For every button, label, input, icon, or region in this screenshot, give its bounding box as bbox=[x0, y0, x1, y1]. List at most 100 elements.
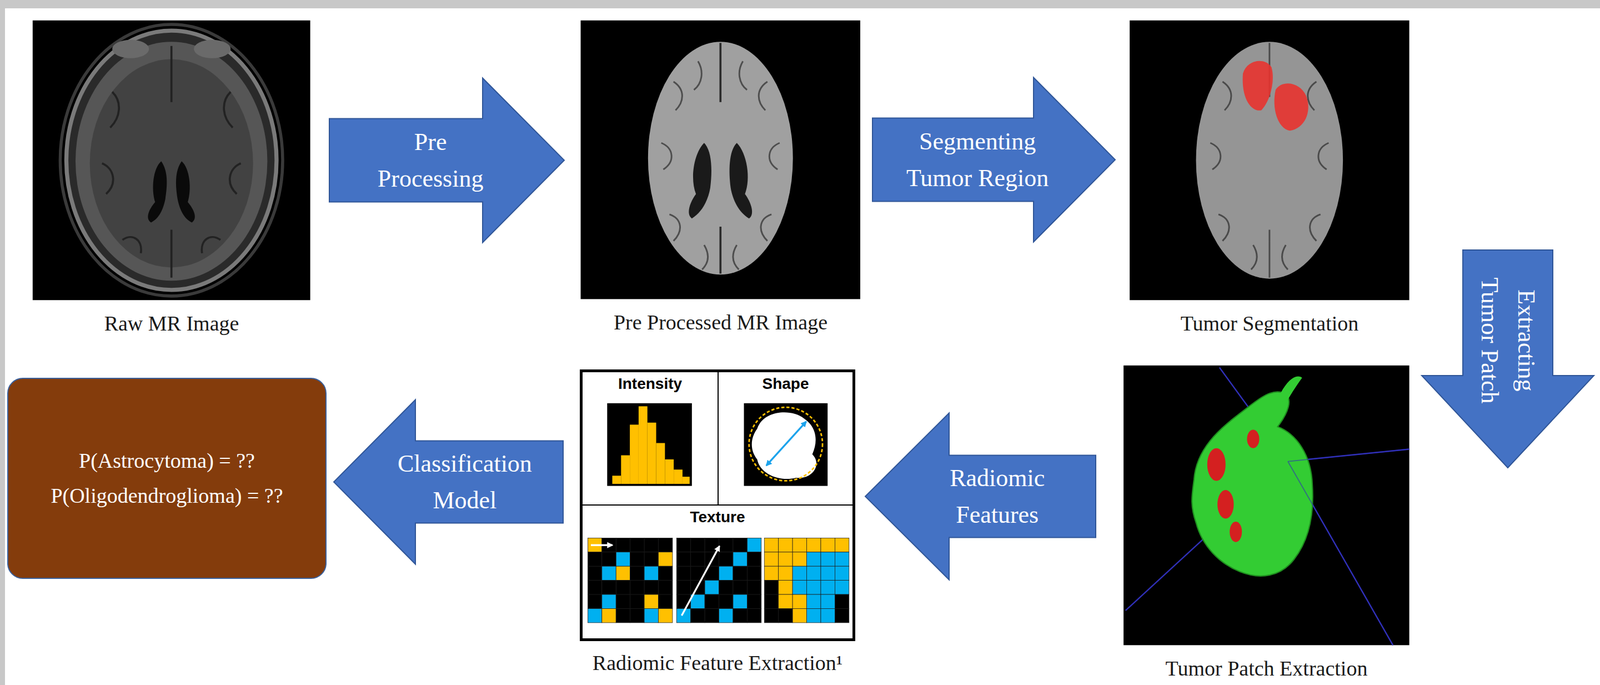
texture-cell bbox=[792, 552, 807, 566]
texture-cell bbox=[746, 565, 761, 580]
midline bbox=[719, 42, 722, 274]
texture-cell bbox=[676, 552, 691, 566]
image-caption: Tumor Segmentation bbox=[1180, 311, 1359, 337]
feature-title: Intensity bbox=[582, 372, 718, 394]
texture-cell bbox=[587, 594, 602, 609]
tumor-region bbox=[1274, 83, 1309, 131]
texture-cell bbox=[834, 608, 849, 623]
feature-box: Shape bbox=[717, 370, 854, 506]
preprocessed-mri bbox=[580, 20, 861, 300]
texture-cell bbox=[644, 565, 659, 580]
slide-background bbox=[4, 8, 1600, 685]
shape-blob bbox=[751, 412, 817, 479]
step-label: Extracting Tumor Patch bbox=[1471, 265, 1545, 416]
image-background bbox=[1123, 365, 1410, 645]
texture-cell bbox=[658, 594, 672, 609]
image-panel: Raw MR Image bbox=[32, 20, 311, 300]
image-caption: Radiomic Feature Extraction¹ bbox=[592, 650, 843, 676]
image-background bbox=[580, 20, 861, 300]
texture-cell bbox=[676, 537, 691, 552]
texture-cell bbox=[834, 594, 849, 609]
texture-cell bbox=[733, 565, 747, 580]
tumor-core bbox=[1217, 489, 1234, 519]
texture-cell bbox=[676, 565, 691, 580]
texture-cell bbox=[806, 594, 821, 609]
texture-cell bbox=[602, 594, 616, 609]
image-panel: Pre Processed MR Image bbox=[580, 20, 861, 299]
texture-cell bbox=[764, 565, 779, 580]
texture-cell bbox=[778, 552, 793, 566]
texture-cell bbox=[733, 608, 747, 623]
texture-cell bbox=[644, 552, 659, 566]
texture-cell bbox=[658, 552, 672, 566]
frontal-structure bbox=[112, 39, 149, 59]
texture-cell bbox=[806, 552, 821, 566]
texture-cell bbox=[733, 537, 747, 552]
texture-cell bbox=[792, 608, 807, 623]
feature-box: Texture bbox=[581, 504, 854, 640]
texture-cell bbox=[602, 580, 616, 595]
texture-arrow bbox=[681, 545, 720, 616]
tumor-core bbox=[1246, 429, 1260, 449]
texture-cell bbox=[778, 608, 793, 623]
texture-cell bbox=[704, 608, 719, 623]
tumor-core bbox=[1207, 448, 1226, 481]
texture-arrow bbox=[590, 544, 613, 546]
texture-cell bbox=[690, 537, 705, 552]
texture-cell bbox=[630, 580, 645, 595]
sulci bbox=[102, 46, 242, 278]
texture-cell bbox=[820, 552, 835, 566]
histogram-bar bbox=[656, 442, 666, 484]
texture-cell bbox=[658, 608, 672, 623]
texture-cell bbox=[820, 537, 835, 552]
histogram-bar bbox=[629, 424, 639, 484]
texture-cell bbox=[746, 537, 761, 552]
texture-cell bbox=[615, 552, 630, 566]
texture-cell bbox=[644, 594, 659, 609]
image-panel: Tumor Segmentation bbox=[1129, 20, 1410, 300]
histogram-bar bbox=[673, 469, 683, 484]
texture-cell bbox=[820, 565, 835, 580]
frontal-structure bbox=[193, 39, 231, 59]
texture-cell bbox=[792, 537, 807, 552]
histogram-bar bbox=[664, 459, 674, 484]
texture-cell bbox=[615, 537, 630, 552]
image-caption: Tumor Patch Extraction bbox=[1165, 655, 1368, 682]
texture-cell bbox=[733, 594, 747, 609]
texture-cell bbox=[587, 608, 602, 623]
texture-cell bbox=[806, 580, 821, 595]
texture-cell bbox=[630, 608, 645, 623]
texture-cell bbox=[792, 565, 807, 580]
texture-cell bbox=[834, 552, 849, 566]
texture-cell bbox=[806, 565, 821, 580]
feature-box: Intensity bbox=[581, 370, 719, 506]
texture-cell bbox=[746, 608, 761, 623]
block-arrow bbox=[333, 399, 564, 565]
histogram-bar bbox=[612, 475, 622, 484]
brain-cortex bbox=[75, 41, 268, 281]
ventricle bbox=[729, 142, 753, 219]
probability-text: P(Astrocytoma) = ?? bbox=[78, 443, 255, 479]
histogram-bar bbox=[647, 422, 657, 484]
texture-cell bbox=[764, 537, 779, 552]
texture-cell bbox=[733, 580, 747, 595]
texture-cell bbox=[778, 537, 793, 552]
shape-icon bbox=[744, 403, 829, 486]
tumor-core bbox=[1229, 521, 1242, 543]
texture-cell bbox=[764, 594, 779, 609]
step-label: Radiomic Features bbox=[930, 459, 1065, 534]
image-background bbox=[32, 20, 311, 300]
sulci bbox=[661, 61, 780, 270]
panel-background bbox=[579, 369, 856, 641]
texture-cell bbox=[834, 565, 849, 580]
histogram-bar bbox=[620, 455, 630, 484]
texture-cell bbox=[820, 594, 835, 609]
block-arrow bbox=[872, 77, 1116, 243]
texture-cell bbox=[644, 580, 659, 595]
block-arrow bbox=[1421, 249, 1594, 468]
ventricle bbox=[688, 142, 712, 219]
texture-cell bbox=[658, 565, 672, 580]
image-caption: Pre Processed MR Image bbox=[613, 309, 828, 336]
histogram-icon bbox=[607, 403, 692, 486]
